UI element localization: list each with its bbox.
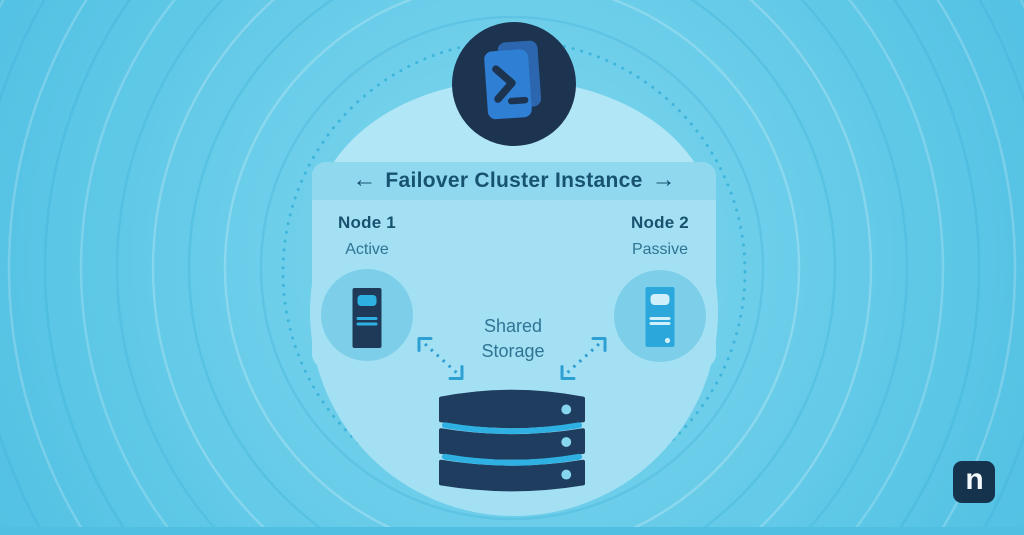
node1-status: Active <box>345 241 389 258</box>
node2-name: Node 2 <box>631 213 689 232</box>
ninjaone-logo-letter: n <box>965 463 983 496</box>
dotted-circle <box>281 39 747 505</box>
node1-name: Node 1 <box>338 213 396 232</box>
node1-storage-double-arrow-icon <box>417 337 464 380</box>
right-arrow-icon: → <box>651 166 676 193</box>
node1-label: Node 1 Active <box>297 213 437 259</box>
bottom-strip <box>0 527 1024 535</box>
node2-storage-double-arrow-icon <box>560 337 607 380</box>
node2-status: Passive <box>631 241 689 258</box>
diagram-title: ← Failover Cluster Instance → <box>312 162 716 200</box>
server-tower-active-icon <box>352 288 382 348</box>
left-arrow-icon: ← <box>352 166 377 193</box>
shared-storage-line2: Storage <box>481 341 545 361</box>
database-stack-icon <box>439 389 585 492</box>
server-tower-passive-icon <box>645 287 675 347</box>
ninjaone-logo: n <box>953 461 995 503</box>
node2-label: Node 2 Passive <box>590 213 730 259</box>
shared-storage-line1: Shared <box>483 316 543 336</box>
diagram-title-text: Failover Cluster Instance <box>385 169 643 192</box>
powershell-icon <box>484 40 542 120</box>
shared-storage-label: Shared Storage <box>443 314 583 364</box>
powershell-badge <box>452 22 576 146</box>
